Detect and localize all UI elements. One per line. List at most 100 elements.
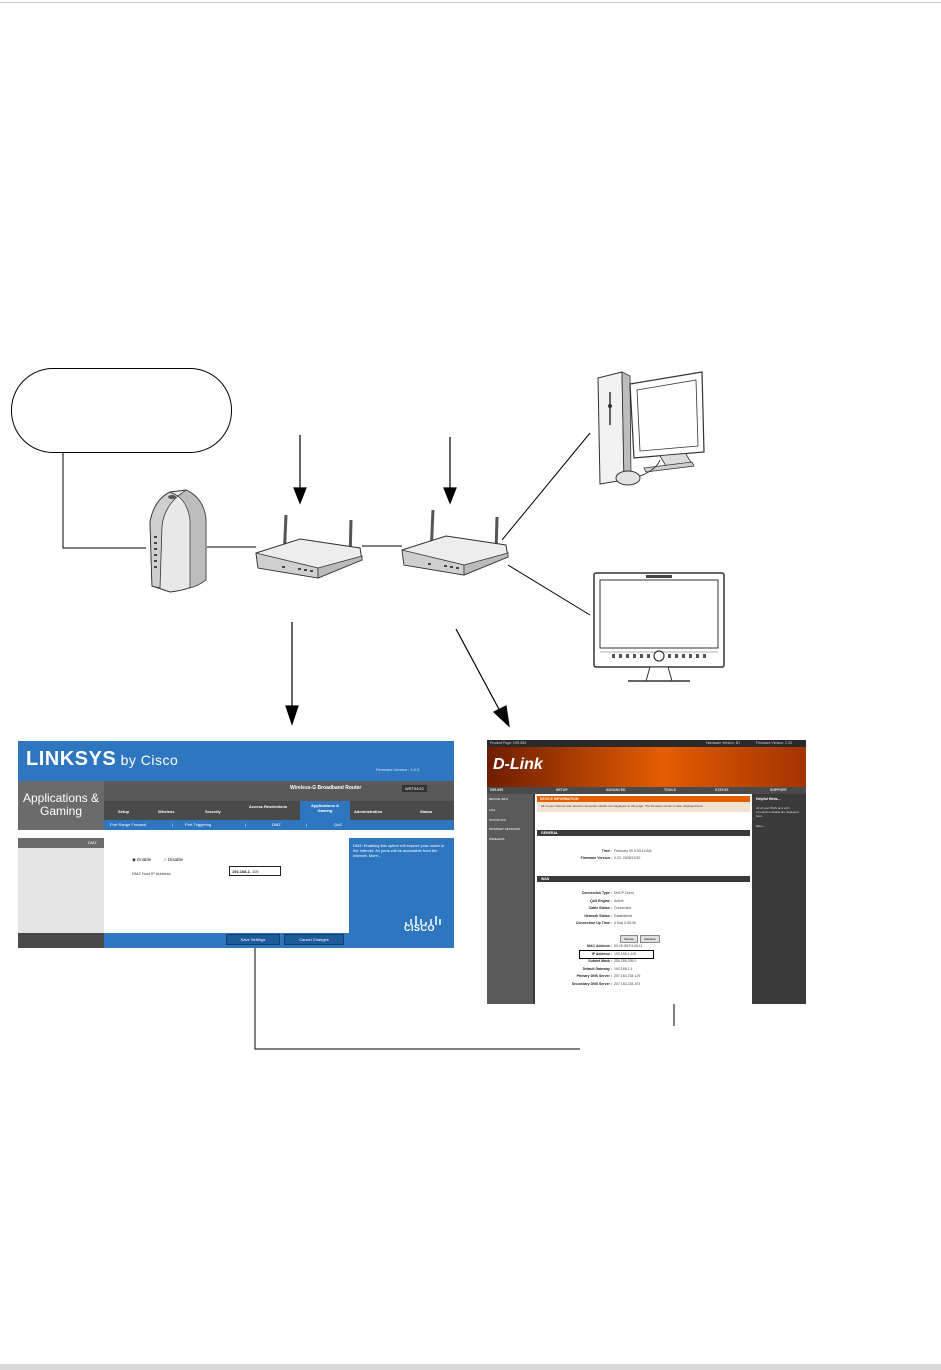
linksys-help-panel [349,838,454,948]
router-to-computer-line [501,432,591,541]
dlink-info-row: IP Address :192.168.1.100 [537,952,747,956]
top-rule [0,2,941,3]
dlink-hints-panel [754,794,806,1004]
linksys-gap [18,830,454,838]
arrow-head [293,487,307,505]
cisco-logo: CISCO [404,923,436,933]
linksys-firmware: Firmware Version : 1.0.0 [376,767,420,772]
dlink-info-row: Primary DNS Server :207.164.234.129 [537,974,747,978]
tab-administration[interactable]: Administration [354,809,383,814]
dlink-side-statistics[interactable]: STATISTICS [489,818,506,822]
dlink-info-value: 0 Day 0:06:36 [614,921,636,925]
linksys-product-bar [104,781,454,801]
tab-wireless[interactable]: Wireless [158,809,175,814]
subtab-port-triggering[interactable]: Port Triggering [185,822,212,827]
tab-setup[interactable]: Setup [118,809,130,814]
subtab-dmz[interactable]: DMZ [272,822,281,827]
dlink-info-value: 2.20, 2008/12/30 [614,856,641,860]
dlink-info-row: QoS Engine :Active [537,899,747,903]
dmz-enable-radio[interactable]: ◉ Enable [132,857,152,862]
linksys-logo: LINKSYS by Cisco [26,748,178,771]
bottom-bar [0,1364,941,1370]
dlink-info-key: Connection Type : [581,891,612,895]
arrow-head [443,487,457,505]
dlink-info-key: Connection Up Time : [575,921,612,925]
save-settings-button[interactable]: Save Settings [226,934,280,945]
dlink-side-menu [487,794,533,1004]
dlink-side-wireless[interactable]: WIRELESS [489,837,505,841]
arrow-to-dlink [455,628,502,714]
dlink-product-page: Product Page: DIR-655 [490,741,527,745]
dlink-info-value: Active [614,898,624,903]
dlink-info-key: Default Gateway : [582,966,612,971]
dlink-banner [487,747,806,787]
dlink-info-key: Primary DNS Server : [576,974,612,978]
dlink-info-row: Connection Type :DHCP Client [537,891,747,895]
dlink-side-device-info[interactable]: DEVICE INFO [489,797,509,801]
linksys-logo-text: LINKSYS [26,748,117,770]
bubble-to-modem-line [62,453,146,549]
subtab-separator: | [245,822,247,827]
dlink-info-row: Secondary DNS Server :207.164.234.193 [537,982,747,986]
linksys-section-title: Applications & Gaming [22,791,100,818]
dlink-info-row: Subnet Mask :255.255.255.0 [537,959,747,963]
dlink-info-value: DHCP Client [614,891,634,895]
linksys-footer-left [18,933,104,948]
dlink-general-bar [537,830,750,836]
dlink-hints-more[interactable]: More... [756,824,766,828]
dlink-logo: D-Link [493,756,543,773]
dlink-info-value: February 09 9:33:14 AM [614,849,652,853]
dlink-info-key: Network Status : [584,913,612,918]
dlink-side-internet-sessions[interactable]: INTERNET SESSIONS [489,827,521,831]
dlink-nav-tools[interactable]: TOOLS [664,788,676,792]
renew-button[interactable]: Renew [620,935,638,943]
tab-security[interactable]: Security [205,809,221,814]
dmz-ip-prefix: 192.168.1. [232,869,251,874]
dlink-nav-support[interactable]: SUPPORT [770,788,787,792]
desktop-computer-icon [597,371,705,486]
dlink-nav-bar [487,787,806,794]
dlink-nav-status[interactable]: STATUS [715,788,729,792]
tab-access-restrictions[interactable]: Access Restrictions [248,804,288,809]
dlink-info-value: 192.168.1.100 [614,951,637,956]
dlink-info-value: 207.164.234.129 [614,974,641,978]
dlink-info-row: Firmware Version :2.20, 2008/12/30 [537,856,747,860]
linksys-side-item [18,838,104,848]
cancel-changes-button[interactable]: Cancel Changes [284,934,344,945]
linksys-content [104,838,349,933]
dmz-ip-field[interactable]: 192.168.1. 100 [229,866,281,876]
dlink-wan-title: WAN [541,877,550,881]
dlink-info-row: Time :February 09 9:33:14 AM [537,849,747,853]
router-icon [401,509,509,576]
dlink-info-value: 207.164.234.193 [614,981,641,986]
dlink-top-bar [487,740,806,747]
dvr-monitor-icon [593,572,725,682]
cisco-bars-icon [404,912,442,925]
dmz-ip-label: DMZ Host IP Address: [132,871,172,876]
dlink-hardware-version: Hardware Version: B1 [706,741,741,745]
dlink-info-key: MAC Address : [587,944,612,948]
subtab-port-range-forward[interactable]: Port Range Forward [110,822,147,827]
dlink-nav-setup[interactable]: SETUP [556,788,568,792]
dlink-side-log[interactable]: LOG [489,808,496,812]
dlink-info-key: Firmware Version : [580,856,612,860]
dlink-info-value: 00:1E:58:F4:45:11 [614,944,643,948]
dlink-device-info-title: DEVICE INFORMATION [540,797,579,801]
linksys-side-panel [18,848,104,933]
dlink-wan-bar [537,876,750,882]
subtab-separator: | [306,822,308,827]
dlink-hints-text: All of your WAN and LAN connection detai… [756,806,799,818]
release-button[interactable]: Release [640,935,660,943]
dmz-disable-radio[interactable]: ○ Disable [164,857,183,862]
dlink-hints-title: Helpful Hints... [756,797,781,801]
subtab-qos[interactable]: QoS [334,822,343,827]
router-to-monitor-line [507,564,591,616]
dlink-info-key: Time : [601,849,612,853]
linksys-model: WRT54G2 [402,785,427,792]
tab-status[interactable]: Status [420,809,433,814]
dlink-info-row: MAC Address :00:1E:58:F4:45:11 [537,944,747,948]
dlink-nav-model: DIR-655 [490,788,504,792]
ip-address-highlight [579,950,654,959]
dlink-nav-advanced[interactable]: ADVANCED [606,788,626,792]
tab-applications-gaming[interactable]: Applications & Gaming [300,801,350,820]
